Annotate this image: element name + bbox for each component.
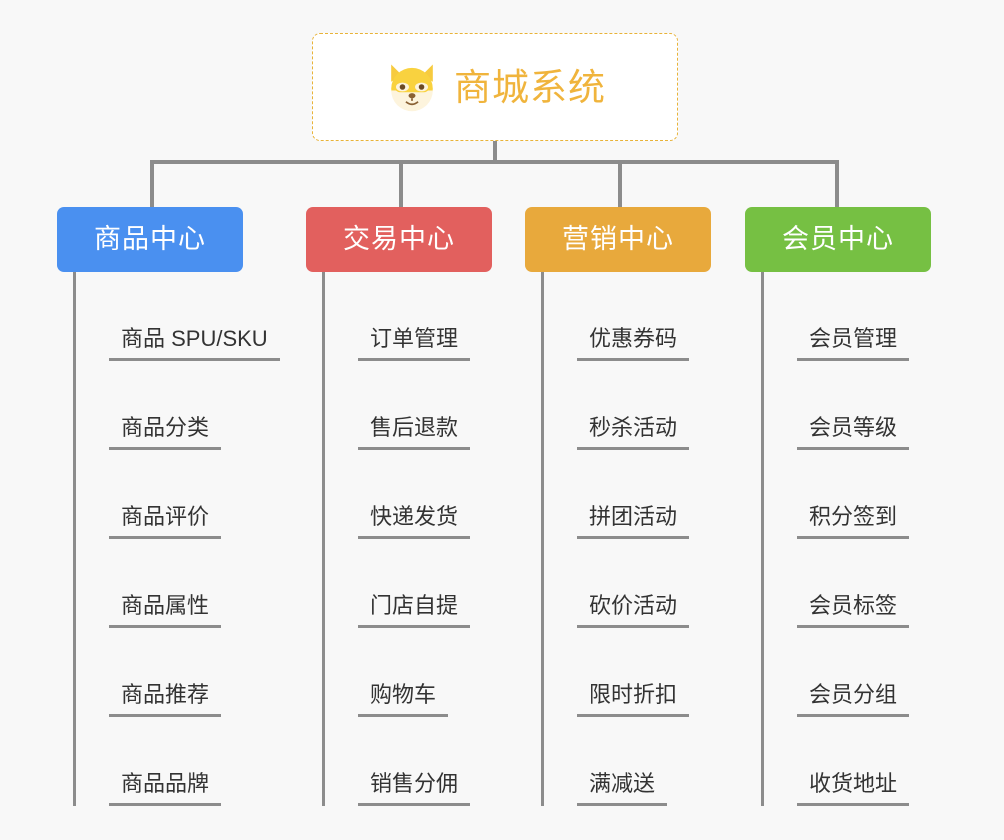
list-item[interactable]: 快递发货 [325,450,492,539]
list-item[interactable]: 会员标签 [764,539,931,628]
leaf-label: 会员管理 [797,326,910,361]
branch-column-0: 商品中心 商品 SPU/SKU 商品分类 商品评价 商品属性 商品推荐 商品品牌 [57,207,280,806]
leaf-label: 积分签到 [797,504,910,539]
branch-header-1[interactable]: 交易中心 [306,207,492,272]
list-item[interactable]: 会员等级 [764,361,931,450]
leaf-label: 商品品牌 [109,771,222,806]
list-item[interactable]: 售后退款 [325,361,492,450]
leaf-label: 快递发货 [358,504,471,539]
leaf-label: 购物车 [358,682,449,717]
leaf-label: 会员分组 [797,682,910,717]
connector-branch-1 [399,160,403,207]
leaf-label: 收货地址 [797,771,910,806]
leaf-label: 拼团活动 [577,504,690,539]
root-title: 商城系统 [454,66,606,108]
branch-column-1: 交易中心 订单管理 售后退款 快递发货 门店自提 购物车 销售分佣 [306,207,492,806]
branch-header-3[interactable]: 会员中心 [745,207,931,272]
leaf-label: 商品 SPU/SKU [109,326,280,361]
list-item[interactable]: 砍价活动 [544,539,711,628]
list-item[interactable]: 优惠券码 [544,272,711,361]
leaf-label: 满减送 [577,771,668,806]
leaf-label: 商品评价 [109,504,222,539]
list-item[interactable]: 秒杀活动 [544,361,711,450]
leaf-label: 优惠券码 [577,326,690,361]
list-item[interactable]: 商品评价 [76,450,243,539]
list-item[interactable]: 会员分组 [764,628,931,717]
list-item[interactable]: 商品品牌 [76,717,243,806]
list-item[interactable]: 商品 SPU/SKU [76,272,280,361]
leaf-label: 限时折扣 [577,682,690,717]
leaf-label: 订单管理 [358,326,471,361]
branch-column-2: 营销中心 优惠券码 秒杀活动 拼团活动 砍价活动 限时折扣 满减送 [525,207,711,806]
leaf-label: 商品推荐 [109,682,222,717]
list-item[interactable]: 拼团活动 [544,450,711,539]
list-item[interactable]: 商品属性 [76,539,243,628]
branch-items-3: 会员管理 会员等级 积分签到 会员标签 会员分组 收货地址 [761,272,931,806]
branch-items-0: 商品 SPU/SKU 商品分类 商品评价 商品属性 商品推荐 商品品牌 [73,272,280,806]
root-node[interactable]: 商城系统 [312,33,678,141]
connector-root-stem [493,141,497,163]
branch-header-2[interactable]: 营销中心 [525,207,711,272]
connector-branch-3 [835,160,839,207]
list-item[interactable]: 商品推荐 [76,628,243,717]
branch-header-0[interactable]: 商品中心 [57,207,243,272]
connector-branch-2 [618,160,622,207]
leaf-label: 商品分类 [109,415,222,450]
connector-branch-0 [150,160,154,207]
list-item[interactable]: 商品分类 [76,361,243,450]
list-item[interactable]: 收货地址 [764,717,931,806]
list-item[interactable]: 限时折扣 [544,628,711,717]
leaf-label: 门店自提 [358,593,471,628]
list-item[interactable]: 销售分佣 [325,717,492,806]
branch-column-3: 会员中心 会员管理 会员等级 积分签到 会员标签 会员分组 收货地址 [745,207,931,806]
leaf-label: 销售分佣 [358,771,471,806]
leaf-label: 秒杀活动 [577,415,690,450]
list-item[interactable]: 积分签到 [764,450,931,539]
list-item[interactable]: 门店自提 [325,539,492,628]
leaf-label: 售后退款 [358,415,471,450]
connector-horizontal-bar [150,160,839,164]
branch-items-1: 订单管理 售后退款 快递发货 门店自提 购物车 销售分佣 [322,272,492,806]
leaf-label: 商品属性 [109,593,222,628]
dog-face-icon [391,64,433,112]
leaf-label: 会员标签 [797,593,910,628]
list-item[interactable]: 满减送 [544,717,711,806]
list-item[interactable]: 订单管理 [325,272,492,361]
leaf-label: 砍价活动 [577,593,690,628]
leaf-label: 会员等级 [797,415,910,450]
branch-items-2: 优惠券码 秒杀活动 拼团活动 砍价活动 限时折扣 满减送 [541,272,711,806]
list-item[interactable]: 购物车 [325,628,492,717]
list-item[interactable]: 会员管理 [764,272,931,361]
